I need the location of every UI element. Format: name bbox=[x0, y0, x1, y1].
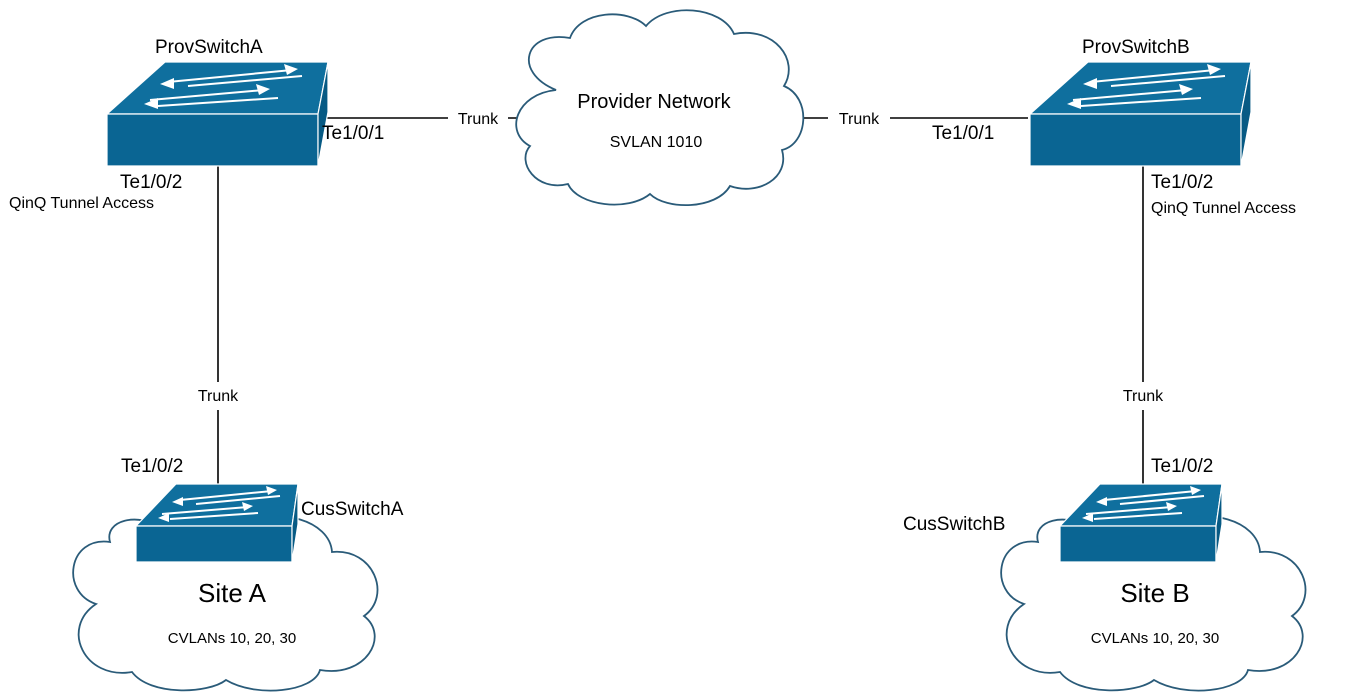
switch-arrows-icon bbox=[158, 486, 281, 522]
site-b-vlans: CVLANs 10, 20, 30 bbox=[1091, 630, 1219, 647]
prov-switch-a-name: ProvSwitchA bbox=[155, 37, 263, 58]
provider-network-title: Provider Network bbox=[577, 91, 731, 113]
link-label-prova-cusa: Trunk bbox=[198, 388, 239, 405]
prov-switch-a-access-port: Te1/0/2 bbox=[120, 172, 182, 193]
switch-arrows-icon bbox=[1067, 64, 1226, 109]
prov-switch-b-access-mode: QinQ Tunnel Access bbox=[1151, 200, 1296, 217]
prov-switch-a-uplink-port: Te1/0/1 bbox=[322, 123, 384, 144]
cus-switch-a-port: Te1/0/2 bbox=[121, 456, 183, 477]
provider-network-cloud: Provider Network SVLAN 1010 bbox=[515, 9, 805, 207]
link-label-prova-provider: Trunk bbox=[458, 111, 499, 128]
prov-switch-b-access-port: Te1/0/2 bbox=[1151, 172, 1213, 193]
switch-arrows-icon bbox=[1082, 486, 1205, 522]
site-a-vlans: CVLANs 10, 20, 30 bbox=[168, 630, 296, 647]
prov-switch-b-name: ProvSwitchB bbox=[1082, 37, 1190, 58]
cus-switch-a-name: CusSwitchA bbox=[301, 499, 404, 520]
site-a-title: Site A bbox=[198, 578, 267, 608]
cus-switch-b-name: CusSwitchB bbox=[903, 514, 1005, 535]
link-label-provb-cusb: Trunk bbox=[1123, 388, 1164, 405]
link-label-provider-provb: Trunk bbox=[839, 111, 880, 128]
cus-switch-b bbox=[1058, 483, 1223, 563]
cus-switch-b-port: Te1/0/2 bbox=[1151, 456, 1213, 477]
prov-switch-b-uplink-port: Te1/0/1 bbox=[932, 123, 994, 144]
prov-switch-a bbox=[105, 61, 329, 167]
site-b-title: Site B bbox=[1120, 578, 1189, 608]
cus-switch-a bbox=[134, 483, 299, 563]
provider-network-svlan: SVLAN 1010 bbox=[610, 134, 703, 151]
prov-switch-a-access-mode: QinQ Tunnel Access bbox=[9, 195, 154, 212]
switch-arrows-icon bbox=[144, 64, 303, 109]
prov-switch-b bbox=[1028, 61, 1252, 167]
